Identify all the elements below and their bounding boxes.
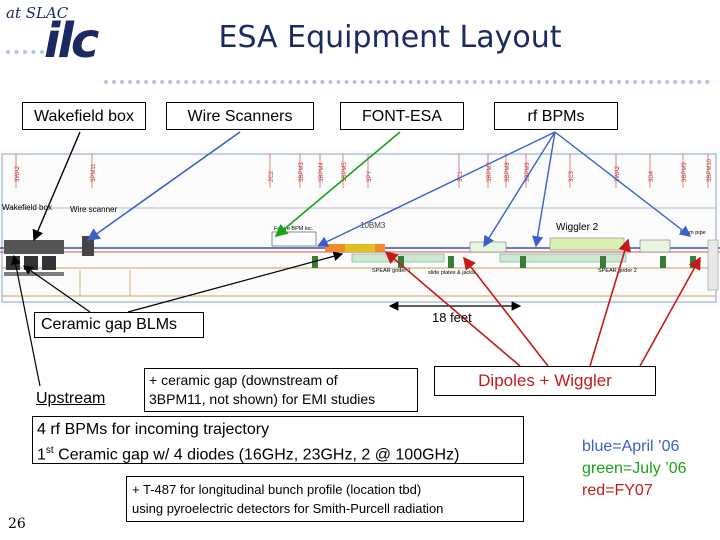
rf-bpm-note-line-1: 4 rf BPMs for incoming trajectory: [37, 421, 270, 438]
ceramic-note-line-2: 3BPM11, not shown) for EMI studies: [149, 391, 376, 407]
arrow-dipole-3: [639, 256, 701, 367]
arrow-rf-bpm-4: [554, 131, 692, 237]
tag-label: 3BPM3: [299, 162, 305, 182]
label-font-esa: FONT-ESA: [340, 102, 464, 130]
tag-label: 2C2: [269, 170, 275, 182]
arrow-rf-bpm-1: [316, 131, 556, 247]
tag-label: 3C3: [569, 170, 575, 182]
tag-label: 3PY: [367, 171, 373, 182]
drawing-label-bpm: 10BM3: [360, 221, 386, 230]
tag-label: 3BPM8: [505, 162, 511, 182]
logo-dots-divider: [6, 50, 44, 54]
bpm-cluster-yellow: [345, 244, 375, 252]
tag-label: 3BPM9: [525, 162, 531, 182]
tag-label: 3BPM9: [682, 162, 688, 182]
drawing-label-slide-plates: slide plates & jacks: [428, 270, 475, 276]
wire-scanner-device: [82, 236, 94, 256]
spear-girder-2: [499, 253, 627, 263]
arrow-rf-bpm-3: [532, 131, 556, 248]
legend-blue: blue=April ’06: [582, 438, 680, 455]
tag-label: 3C1: [458, 170, 464, 182]
future-bpm-box: [271, 231, 317, 247]
ceramic-line-number: 1: [37, 446, 46, 464]
ilc-logo: ilc: [44, 13, 99, 69]
ceramic-line-superscript: st: [45, 445, 54, 456]
rf-bpm-note-line-2: 1st Ceramic gap w/ 4 diodes (16GHz, 23GH…: [37, 440, 519, 465]
ceramic-note-box: + ceramic gap (downstream of 3BPM11, not…: [144, 368, 418, 412]
tag-label: 3WA2: [615, 165, 621, 182]
arrow-dipole-2: [463, 256, 549, 367]
tag-label: 3BPM7: [487, 162, 493, 182]
logo-at-slac: at SLAC: [6, 4, 69, 22]
arrow-dipole-1: [384, 250, 521, 367]
tag-label: 3PM11: [91, 163, 97, 182]
ceramic-line-text: Ceramic gap w/ 4 diodes (16GHz, 23GHz, 2…: [53, 446, 460, 464]
label-rf-bpms: rf BPMs: [494, 102, 618, 130]
tag-label: 3BPM10: [707, 158, 713, 182]
page-number: 26: [8, 516, 26, 532]
end-block: [707, 239, 719, 291]
tag-label: 3WA2: [15, 165, 21, 182]
tag-label: 3BPM5: [342, 162, 348, 182]
drawing-label-wiggler: Wiggler 2: [556, 222, 599, 233]
arrow-wire-scanner: [86, 131, 241, 241]
beamline-drawing: 3WA2 3PM11 2C2 3BPM3 3BPM4 3BPM5 3PY 3C1…: [0, 148, 720, 308]
arrow-wakefield-box: [32, 131, 81, 242]
tag-label: 3D4: [649, 170, 655, 182]
arrow-rf-bpm-2: [483, 131, 556, 248]
esa-room-outline: [1, 153, 717, 303]
arrow-blm-1: [23, 265, 91, 313]
label-ceramic-gap-blms: Ceramic gap BLMs: [34, 312, 204, 338]
rf-bpm-note-box: 4 rf BPMs for incoming trajectory 1st Ce…: [32, 416, 524, 464]
t487-note-box: + T-487 for longitudinal bunch profile (…: [126, 476, 524, 522]
element-tags: [15, 154, 709, 188]
page-title: ESA Equipment Layout: [218, 20, 562, 55]
arrow-blm-2: [127, 251, 344, 313]
label-18-feet: 18 feet: [432, 310, 472, 325]
t487-note-line-1: + T-487 for longitudinal bunch profile (…: [132, 482, 422, 497]
legend-green: green=July ’06: [582, 460, 687, 477]
color-legend: blue=April ’06 green=July ’06 red=FY07: [582, 436, 687, 502]
title-dots-divider: [104, 80, 710, 84]
ceramic-note-line-1: + ceramic gap (downstream of: [149, 372, 338, 388]
arrow-upstream: [10, 254, 41, 387]
drawing-label-spear-girder-1: SPEAR girder 1: [372, 268, 411, 274]
legend-red: red=FY07: [582, 482, 653, 499]
tag-label: 3BPM4: [319, 162, 325, 182]
label-wakefield-box: Wakefield box: [22, 102, 146, 130]
label-wire-scanners: Wire Scanners: [166, 102, 314, 130]
dipole-2: [639, 239, 671, 253]
t487-note-line-2: using pyroelectric detectors for Smith-P…: [132, 501, 444, 516]
drawing-label-wire-scanner: Wire scanner: [70, 205, 117, 214]
arrow-font-esa: [274, 131, 401, 238]
girder-bracket: [79, 270, 520, 297]
drawing-label-spear-girder-2: SPEAR girder 2: [598, 268, 637, 274]
drawing-label-beam-pipe: beam pipe: [680, 230, 706, 236]
label-dipoles-wiggler: Dipoles + Wiggler: [434, 366, 656, 396]
drawing-label-future-bpm: Future BPM loc.: [274, 226, 314, 232]
element-tag-labels: 3WA2 3PM11 2C2 3BPM3 3BPM4 3BPM5 3PY 3C1…: [15, 158, 713, 182]
label-upstream: Upstream: [36, 390, 106, 407]
drawing-label-wakefield-box: Wakefield box: [2, 203, 52, 212]
arrow-wiggler: [589, 238, 631, 367]
